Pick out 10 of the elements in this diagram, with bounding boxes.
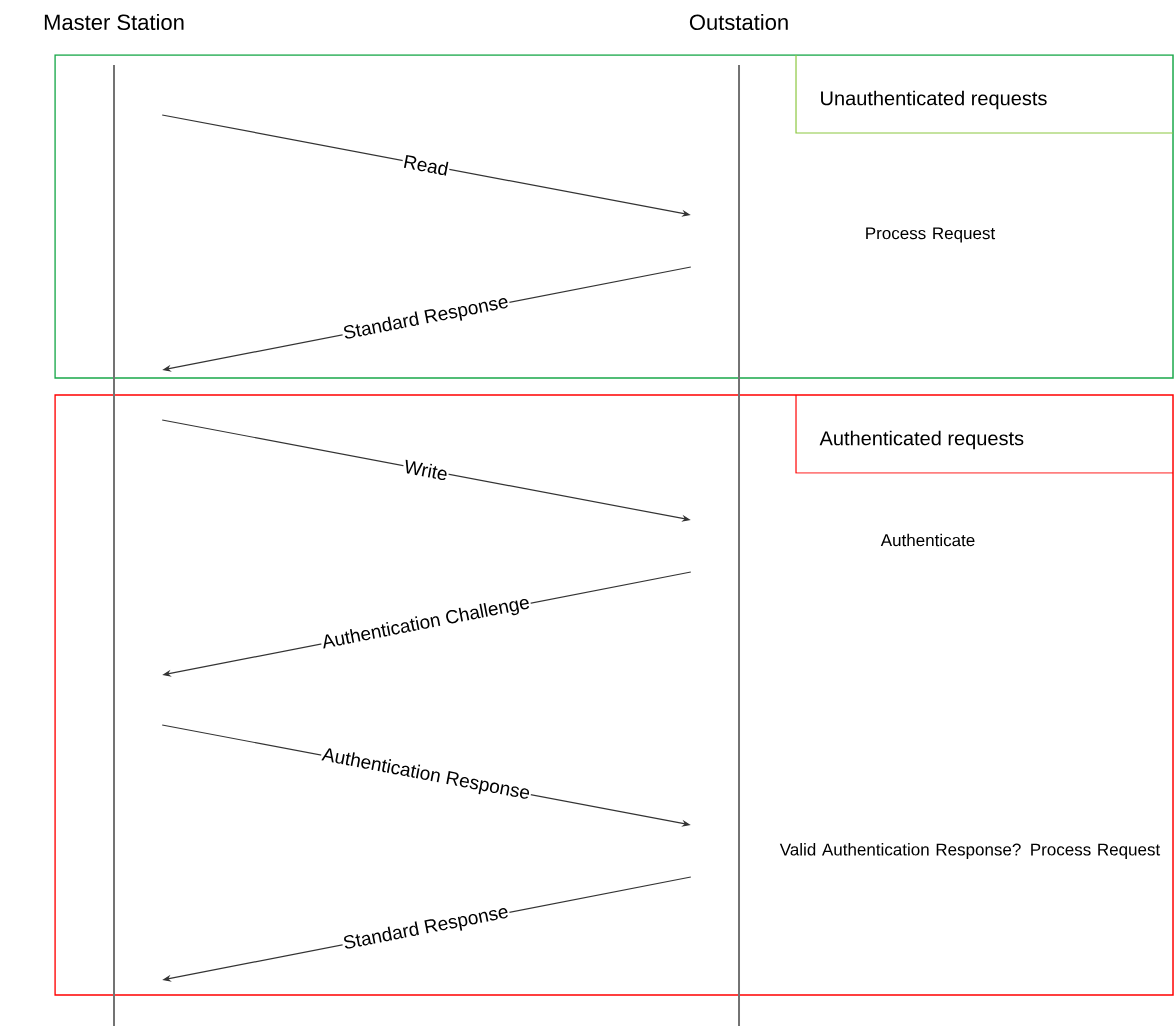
note-text: Authenticate — [880, 533, 975, 547]
edge-label: Standard Response — [344, 298, 508, 339]
note-text: Process Request — [866, 227, 996, 243]
lifeline: Master Station — [44, 13, 184, 1026]
region-tab: Authenticated requests — [795, 394, 1174, 474]
edge-label: Standard Response — [344, 908, 508, 949]
note-text: Valid Authentication Response? Process Request — [779, 843, 1161, 859]
edge-label: Read — [403, 154, 449, 176]
edge-label: Write — [405, 459, 447, 481]
region-tab: Unauthenticated requests — [795, 54, 1174, 134]
